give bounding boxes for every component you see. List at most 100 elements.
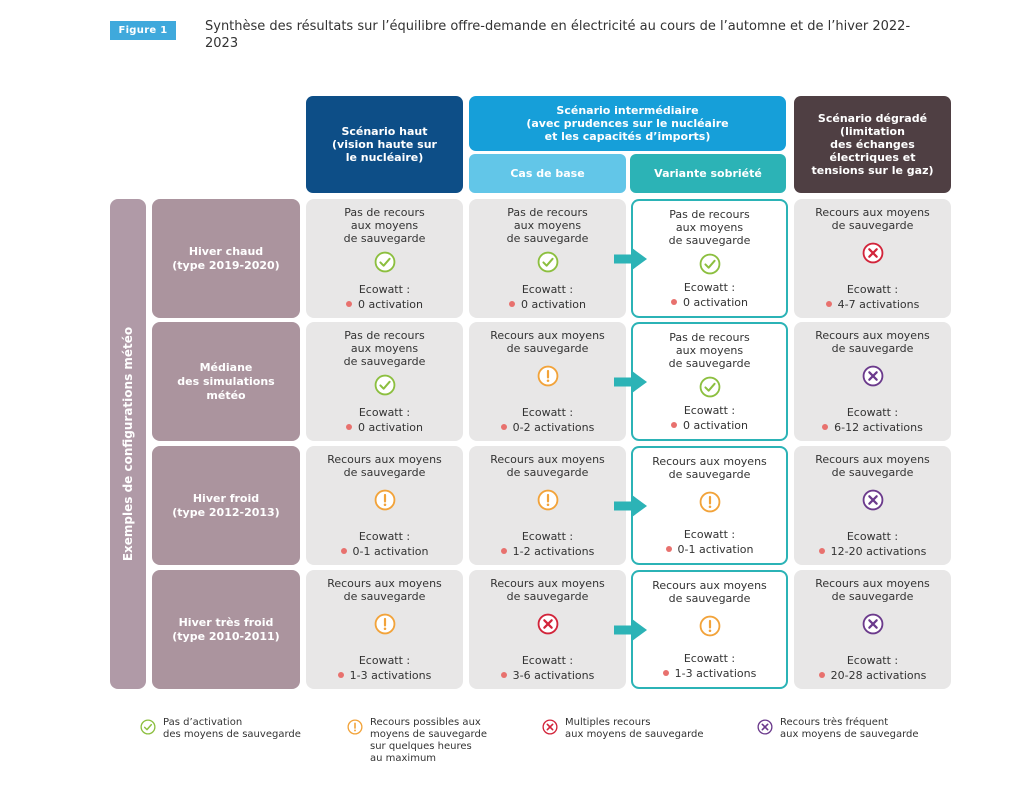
activation-count: 0-1 activation bbox=[633, 543, 786, 556]
check-circle-icon bbox=[699, 253, 721, 275]
red-cross-circle-icon bbox=[542, 719, 558, 735]
status-dot bbox=[337, 672, 344, 678]
cell-description: Pas de recours aux moyens de sauvegarde bbox=[668, 331, 751, 370]
status-dot bbox=[662, 670, 669, 676]
ecowatt-label: Ecowatt : bbox=[521, 406, 574, 419]
check-circle-icon bbox=[537, 251, 559, 273]
ecowatt-label: Ecowatt : bbox=[846, 530, 899, 543]
status-dot bbox=[671, 299, 677, 305]
exclamation-circle-icon bbox=[374, 613, 396, 635]
purple-cross-circle-icon bbox=[862, 489, 884, 511]
side-label-weather: Exemples de configurations météo bbox=[110, 199, 146, 689]
row-label: Médiane des simulations météo bbox=[152, 322, 300, 441]
figure-title: Synthèse des résultats sur l’équilibre o… bbox=[205, 19, 911, 51]
cell-description: Recours aux moyens de sauvegarde bbox=[815, 577, 930, 603]
cell-description: Recours aux moyens de sauvegarde bbox=[490, 577, 605, 603]
ecowatt-label: Ecowatt : bbox=[521, 654, 574, 667]
ecowatt-label: Ecowatt : bbox=[358, 530, 411, 543]
cell-description: Pas de recours aux moyens de sauvegarde bbox=[343, 206, 426, 245]
cell-description: Recours aux moyens de sauvegarde bbox=[327, 453, 442, 479]
ecowatt-label: Ecowatt : bbox=[358, 406, 411, 419]
activation-count: 4-7 activations bbox=[794, 298, 951, 311]
activation-count: 1-3 activations bbox=[306, 669, 463, 682]
status-dot bbox=[671, 422, 677, 428]
activation-count: 0 activation bbox=[633, 296, 786, 309]
check-circle-icon bbox=[699, 376, 721, 398]
status-dot bbox=[818, 548, 825, 554]
activation-count: 0 activation bbox=[633, 419, 786, 432]
cell-description: Pas de recours aux moyens de sauvegarde bbox=[668, 208, 751, 247]
activation-count: 0-2 activations bbox=[469, 421, 626, 434]
header-variante-sobriete: Variante sobriété bbox=[630, 154, 786, 193]
activation-count: 6-12 activations bbox=[794, 421, 951, 434]
arrow-right-icon bbox=[614, 495, 647, 517]
exclamation-circle-icon bbox=[374, 489, 396, 511]
row-label: Hiver froid (type 2012-2013) bbox=[152, 446, 300, 565]
cell-description: Recours aux moyens de sauvegarde bbox=[490, 453, 605, 479]
status-dot bbox=[509, 301, 515, 307]
cell-description: Recours aux moyens de sauvegarde bbox=[815, 206, 930, 232]
exclamation-circle-icon bbox=[347, 719, 363, 735]
exclamation-circle-icon bbox=[699, 615, 721, 637]
red-cross-circle-icon bbox=[862, 242, 884, 264]
row-label: Hiver très froid (type 2010-2011) bbox=[152, 570, 300, 689]
ecowatt-label: Ecowatt : bbox=[683, 404, 736, 417]
cell-description: Recours aux moyens de sauvegarde bbox=[815, 329, 930, 355]
ecowatt-label: Ecowatt : bbox=[683, 281, 736, 294]
activation-count: 0 activation bbox=[306, 421, 463, 434]
status-dot bbox=[500, 672, 507, 678]
ecowatt-label: Ecowatt : bbox=[683, 652, 736, 665]
activation-count: 0-1 activation bbox=[306, 545, 463, 558]
header-cas-de-base: Cas de base bbox=[469, 154, 626, 193]
ecowatt-label: Ecowatt : bbox=[846, 654, 899, 667]
status-dot bbox=[818, 672, 825, 678]
header-scenario-intermediaire: Scénario intermédiaire (avec prudences s… bbox=[469, 96, 786, 151]
activation-count: 3-6 activations bbox=[469, 669, 626, 682]
ecowatt-label: Ecowatt : bbox=[521, 283, 574, 296]
status-dot bbox=[825, 301, 832, 307]
ecowatt-label: Ecowatt : bbox=[683, 528, 736, 541]
check-circle-icon bbox=[140, 719, 156, 735]
status-dot bbox=[822, 424, 829, 430]
purple-cross-circle-icon bbox=[862, 613, 884, 635]
exclamation-circle-icon bbox=[537, 365, 559, 387]
activation-count: 0 activation bbox=[306, 298, 463, 311]
activation-count: 20-28 activations bbox=[794, 669, 951, 682]
ecowatt-label: Ecowatt : bbox=[521, 530, 574, 543]
cell-description: Recours aux moyens de sauvegarde bbox=[652, 455, 767, 481]
status-dot bbox=[346, 424, 352, 430]
status-dot bbox=[500, 424, 507, 430]
legend-text: Pas d’activation des moyens de sauvegard… bbox=[163, 717, 301, 740]
cell-description: Recours aux moyens de sauvegarde bbox=[815, 453, 930, 479]
check-circle-icon bbox=[374, 251, 396, 273]
legend-text: Recours très fréquent aux moyens de sauv… bbox=[780, 717, 919, 740]
legend-text: Multiples recours aux moyens de sauvegar… bbox=[565, 717, 704, 740]
exclamation-circle-icon bbox=[699, 491, 721, 513]
check-circle-icon bbox=[374, 374, 396, 396]
header-scenario-degrade: Scénario dégradé (limitation des échange… bbox=[794, 96, 951, 193]
activation-count: 12-20 activations bbox=[794, 545, 951, 558]
side-label-text: Exemples de configurations météo bbox=[121, 326, 135, 562]
red-cross-circle-icon bbox=[537, 613, 559, 635]
arrow-right-icon bbox=[614, 248, 647, 270]
figure-badge: Figure 1 bbox=[110, 21, 176, 40]
ecowatt-label: Ecowatt : bbox=[846, 406, 899, 419]
status-dot bbox=[665, 546, 672, 552]
activation-count: 0 activation bbox=[469, 298, 626, 311]
activation-count: 1-2 activations bbox=[469, 545, 626, 558]
purple-cross-circle-icon bbox=[757, 719, 773, 735]
